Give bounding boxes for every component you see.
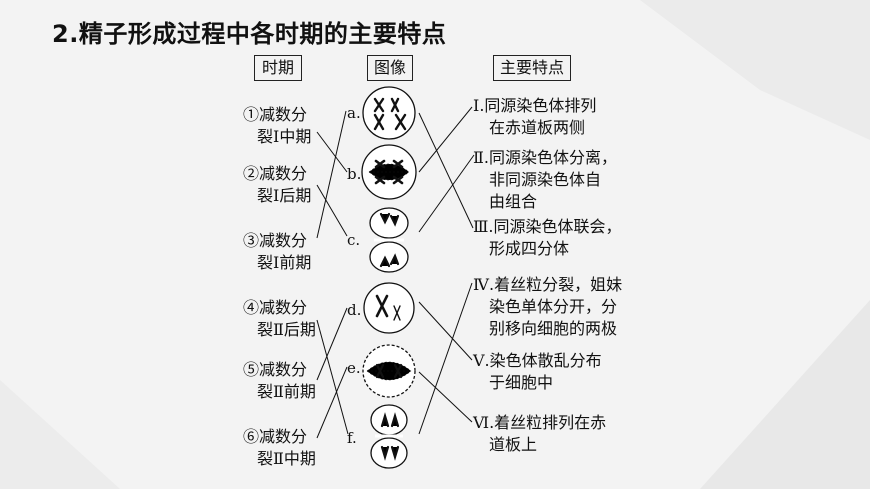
image-label-b: b. <box>347 165 362 183</box>
link-a-III <box>418 112 474 229</box>
feature-1: Ⅰ.同源染色体排列在赤道板两侧 <box>473 96 597 137</box>
link-d-V <box>418 301 473 361</box>
period-6: ⑥减数分裂Ⅱ中期 <box>243 427 316 468</box>
link-3-a <box>316 110 347 239</box>
period-2: ②减数分裂Ⅰ后期 <box>243 164 312 205</box>
link-e-VI <box>418 371 473 423</box>
image-label-e: e. <box>347 359 361 377</box>
cell-f <box>370 404 408 469</box>
feature-6: Ⅵ.着丝粒排列在赤道板上 <box>473 413 607 454</box>
link-2-c <box>316 184 348 237</box>
period-4: ④减数分裂Ⅱ后期 <box>243 298 316 339</box>
image-label-f: f. <box>347 429 357 447</box>
link-4-f <box>316 319 349 435</box>
period-3: ③减数分裂Ⅰ前期 <box>243 231 312 272</box>
link-f-IV <box>418 282 473 435</box>
feature-3: Ⅲ.同源染色体联会，形成四分体 <box>473 217 622 258</box>
header-period: 时期 <box>254 55 302 81</box>
cell-d <box>363 282 415 334</box>
image-label-a: a. <box>347 104 361 122</box>
period-5: ⑤减数分裂Ⅱ前期 <box>243 360 316 401</box>
feature-4: Ⅳ.着丝粒分裂，姐妹染色单体分开，分别移向细胞的两极 <box>473 275 623 338</box>
cell-b <box>361 144 417 200</box>
image-label-c: c. <box>347 231 361 249</box>
period-1: ①减数分裂Ⅰ中期 <box>243 105 312 146</box>
header-features: 主要特点 <box>493 55 571 81</box>
link-c-II <box>418 154 475 233</box>
link-b-I <box>418 106 473 173</box>
header-image: 图像 <box>367 55 413 81</box>
link-6-e <box>316 366 348 439</box>
image-label-d: d. <box>347 301 362 319</box>
link-1-b <box>316 131 348 173</box>
page-title: 2.精子形成过程中各时期的主要特点 <box>52 20 447 48</box>
cell-a <box>362 86 416 140</box>
feature-2: Ⅱ.同源染色体分离，非同源染色体自由组合 <box>473 148 617 211</box>
cell-c <box>369 207 409 273</box>
feature-5: Ⅴ.染色体散乱分布于细胞中 <box>473 351 602 392</box>
link-5-d <box>316 307 348 381</box>
cell-e <box>362 344 416 398</box>
